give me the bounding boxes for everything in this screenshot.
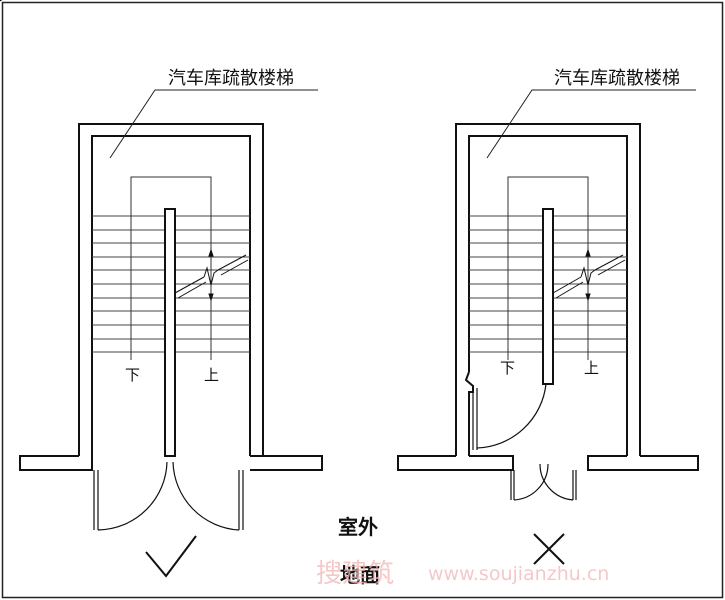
right-inward-door xyxy=(472,383,547,450)
right-break-mark xyxy=(552,248,626,302)
right-wall-outer xyxy=(455,123,641,456)
right-door-jamb xyxy=(464,371,474,456)
left-center-wall xyxy=(164,208,176,457)
left-double-door xyxy=(93,461,244,531)
outdoor-label-line2: 地面 xyxy=(340,563,380,587)
right-stairwell: 汽车库疏散楼梯 下 上 xyxy=(397,68,699,501)
right-stair-label: 汽车库疏散楼梯 xyxy=(554,68,680,89)
left-direction-path xyxy=(130,176,212,360)
left-down-label: 下 xyxy=(125,366,140,384)
right-down-label: 下 xyxy=(500,359,515,377)
left-leader-line xyxy=(109,89,318,159)
outdoor-label-line1: 室外 xyxy=(338,515,378,539)
left-stair-label: 汽车库疏散楼梯 xyxy=(168,68,294,89)
left-wall-outer xyxy=(78,123,264,456)
right-wall-inner xyxy=(468,135,628,456)
right-center-wall xyxy=(542,208,554,385)
left-break-mark xyxy=(174,248,249,302)
check-mark-icon: √ xyxy=(0,0,197,578)
left-ground-wall-right xyxy=(250,455,323,471)
svg-text:√: √ xyxy=(0,0,1,1)
left-wall-inner xyxy=(91,135,251,456)
left-up-label: 上 xyxy=(204,366,219,384)
watermark-url: www.soujianzhu.cn xyxy=(428,563,609,585)
watermark-cn: 搜建筑 xyxy=(316,559,394,589)
left-stairwell: 汽车库疏散楼梯 下 上 xyxy=(19,68,323,531)
right-ground-wall-left xyxy=(397,455,514,471)
right-double-door xyxy=(510,463,577,501)
right-leader-line xyxy=(486,89,696,159)
right-up-label: 上 xyxy=(584,359,599,377)
svg-text:×: × xyxy=(0,0,1,1)
right-direction-path xyxy=(507,176,589,360)
left-ground-wall-left xyxy=(19,455,93,471)
right-ground-wall-right xyxy=(587,455,699,471)
